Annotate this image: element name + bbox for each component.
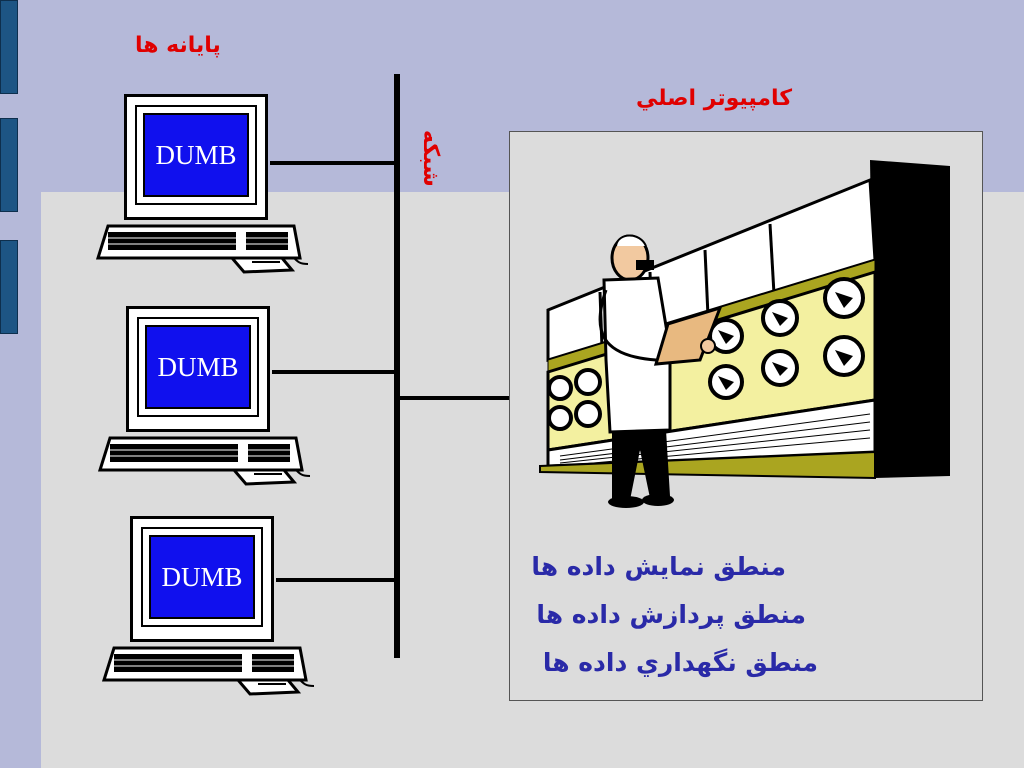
- terminal-3: DUMB: [100, 516, 315, 696]
- monitor-icon: DUMB: [126, 306, 270, 432]
- operator: [598, 234, 723, 508]
- keyboard-mouse-icon: [97, 436, 311, 486]
- terminal-2: DUMB: [96, 306, 311, 486]
- terminal-link-2: [272, 370, 396, 374]
- mainframe-computer-icon: [539, 160, 950, 508]
- terminal-screen: DUMB: [145, 325, 251, 409]
- monitor-icon: DUMB: [130, 516, 274, 642]
- screen-label: DUMB: [161, 561, 243, 592]
- terminal-1: DUMB: [94, 94, 309, 274]
- network-label: شبكه: [418, 130, 443, 187]
- screen-label: DUMB: [157, 351, 239, 382]
- logic-presentation: منطق نمايش داده ها: [531, 552, 786, 581]
- monitor-icon: DUMB: [124, 94, 268, 220]
- terminal-link-1: [270, 161, 396, 165]
- screen-label: DUMB: [155, 139, 237, 170]
- mainframe-link: [400, 396, 510, 400]
- terminal-link-3: [276, 578, 396, 582]
- terminal-screen: DUMB: [149, 535, 255, 619]
- network-bus: [394, 74, 400, 658]
- keyboard-mouse-icon: [101, 646, 315, 696]
- terminals-label: پايانه ها: [135, 33, 221, 58]
- side-tab-3: [0, 240, 18, 334]
- terminal-screen: DUMB: [143, 113, 249, 197]
- keyboard-mouse-icon: [95, 224, 309, 274]
- logic-storage: منطق نگهداري داده ها: [542, 648, 818, 677]
- logic-processing: منطق پردازش داده ها: [536, 600, 806, 629]
- side-tab-2: [0, 118, 18, 212]
- side-tab-1: [0, 0, 18, 94]
- mainframe-label: كامپيوتر اصلي: [636, 86, 793, 111]
